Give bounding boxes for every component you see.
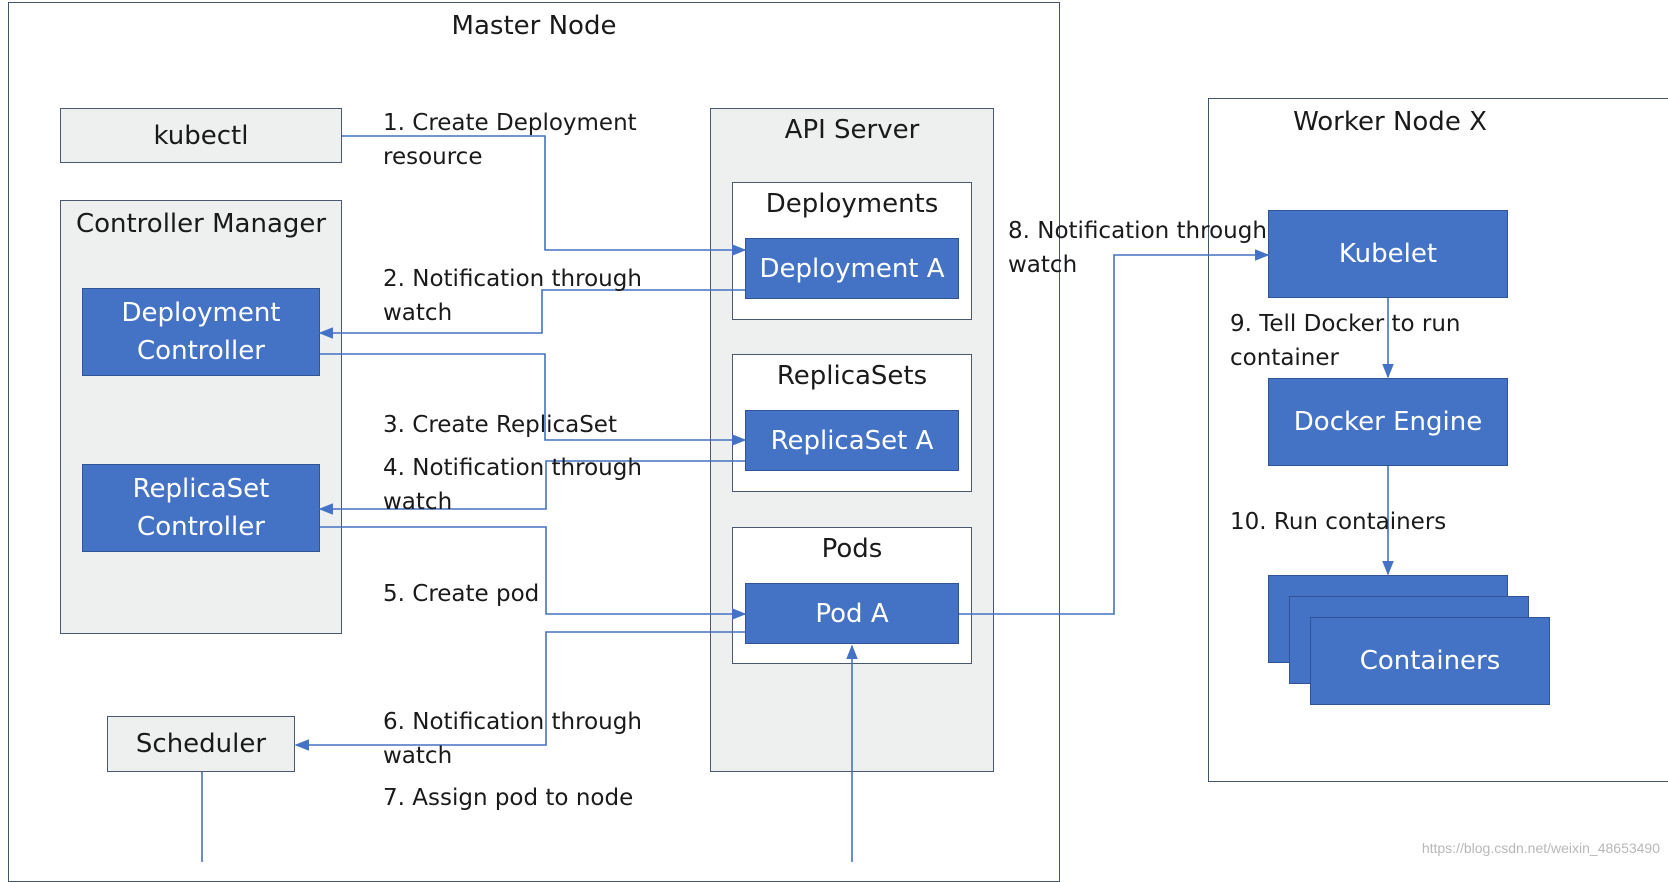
api-server-title: API Server xyxy=(784,115,920,145)
step-3-label: 3. Create ReplicaSet xyxy=(383,412,617,438)
step-7-label: 7. Assign pod to node xyxy=(383,785,634,811)
watermark-text: https://blog.csdn.net/weixin_48653490 xyxy=(1421,840,1660,856)
kubectl-box: kubectl xyxy=(60,108,342,163)
kubelet-box: Kubelet xyxy=(1268,210,1508,298)
step-1-label: 1. Create Deployment resource xyxy=(383,110,637,170)
deployments-title: Deployments xyxy=(765,189,939,219)
controller-manager-title: Controller Manager xyxy=(75,209,327,239)
containers-box: Containers xyxy=(1310,617,1550,705)
worker-node-title: Worker Node X xyxy=(1293,107,1487,137)
step-6-label: 6. Notification through watch xyxy=(383,709,642,769)
deployment-a-box: Deployment A xyxy=(745,238,959,299)
replicasets-title: ReplicaSets xyxy=(776,361,928,391)
pod-a-box: Pod A xyxy=(745,583,959,644)
step-9-label: 9. Tell Docker to run container xyxy=(1230,311,1461,371)
deployment-controller-box: Deployment Controller xyxy=(82,288,320,376)
scheduler-box: Scheduler xyxy=(107,716,295,772)
replicaset-a-box: ReplicaSet A xyxy=(745,410,959,471)
controller-manager-box: Controller Manager xyxy=(60,200,342,634)
step-4-label: 4. Notification through watch xyxy=(383,455,642,515)
pods-title: Pods xyxy=(821,534,883,564)
docker-engine-box: Docker Engine xyxy=(1268,378,1508,466)
step-10-label: 10. Run containers xyxy=(1230,509,1447,535)
replicaset-controller-box: ReplicaSet Controller xyxy=(82,464,320,552)
step-2-label: 2. Notification through watch xyxy=(383,266,642,326)
step-8-label: 8. Notification through watch xyxy=(1008,218,1267,278)
architecture-diagram: Master Node kubectl Controller Manager D… xyxy=(8,2,1668,882)
step-5-label: 5. Create pod xyxy=(383,581,540,607)
master-node-title: Master Node xyxy=(451,11,617,41)
